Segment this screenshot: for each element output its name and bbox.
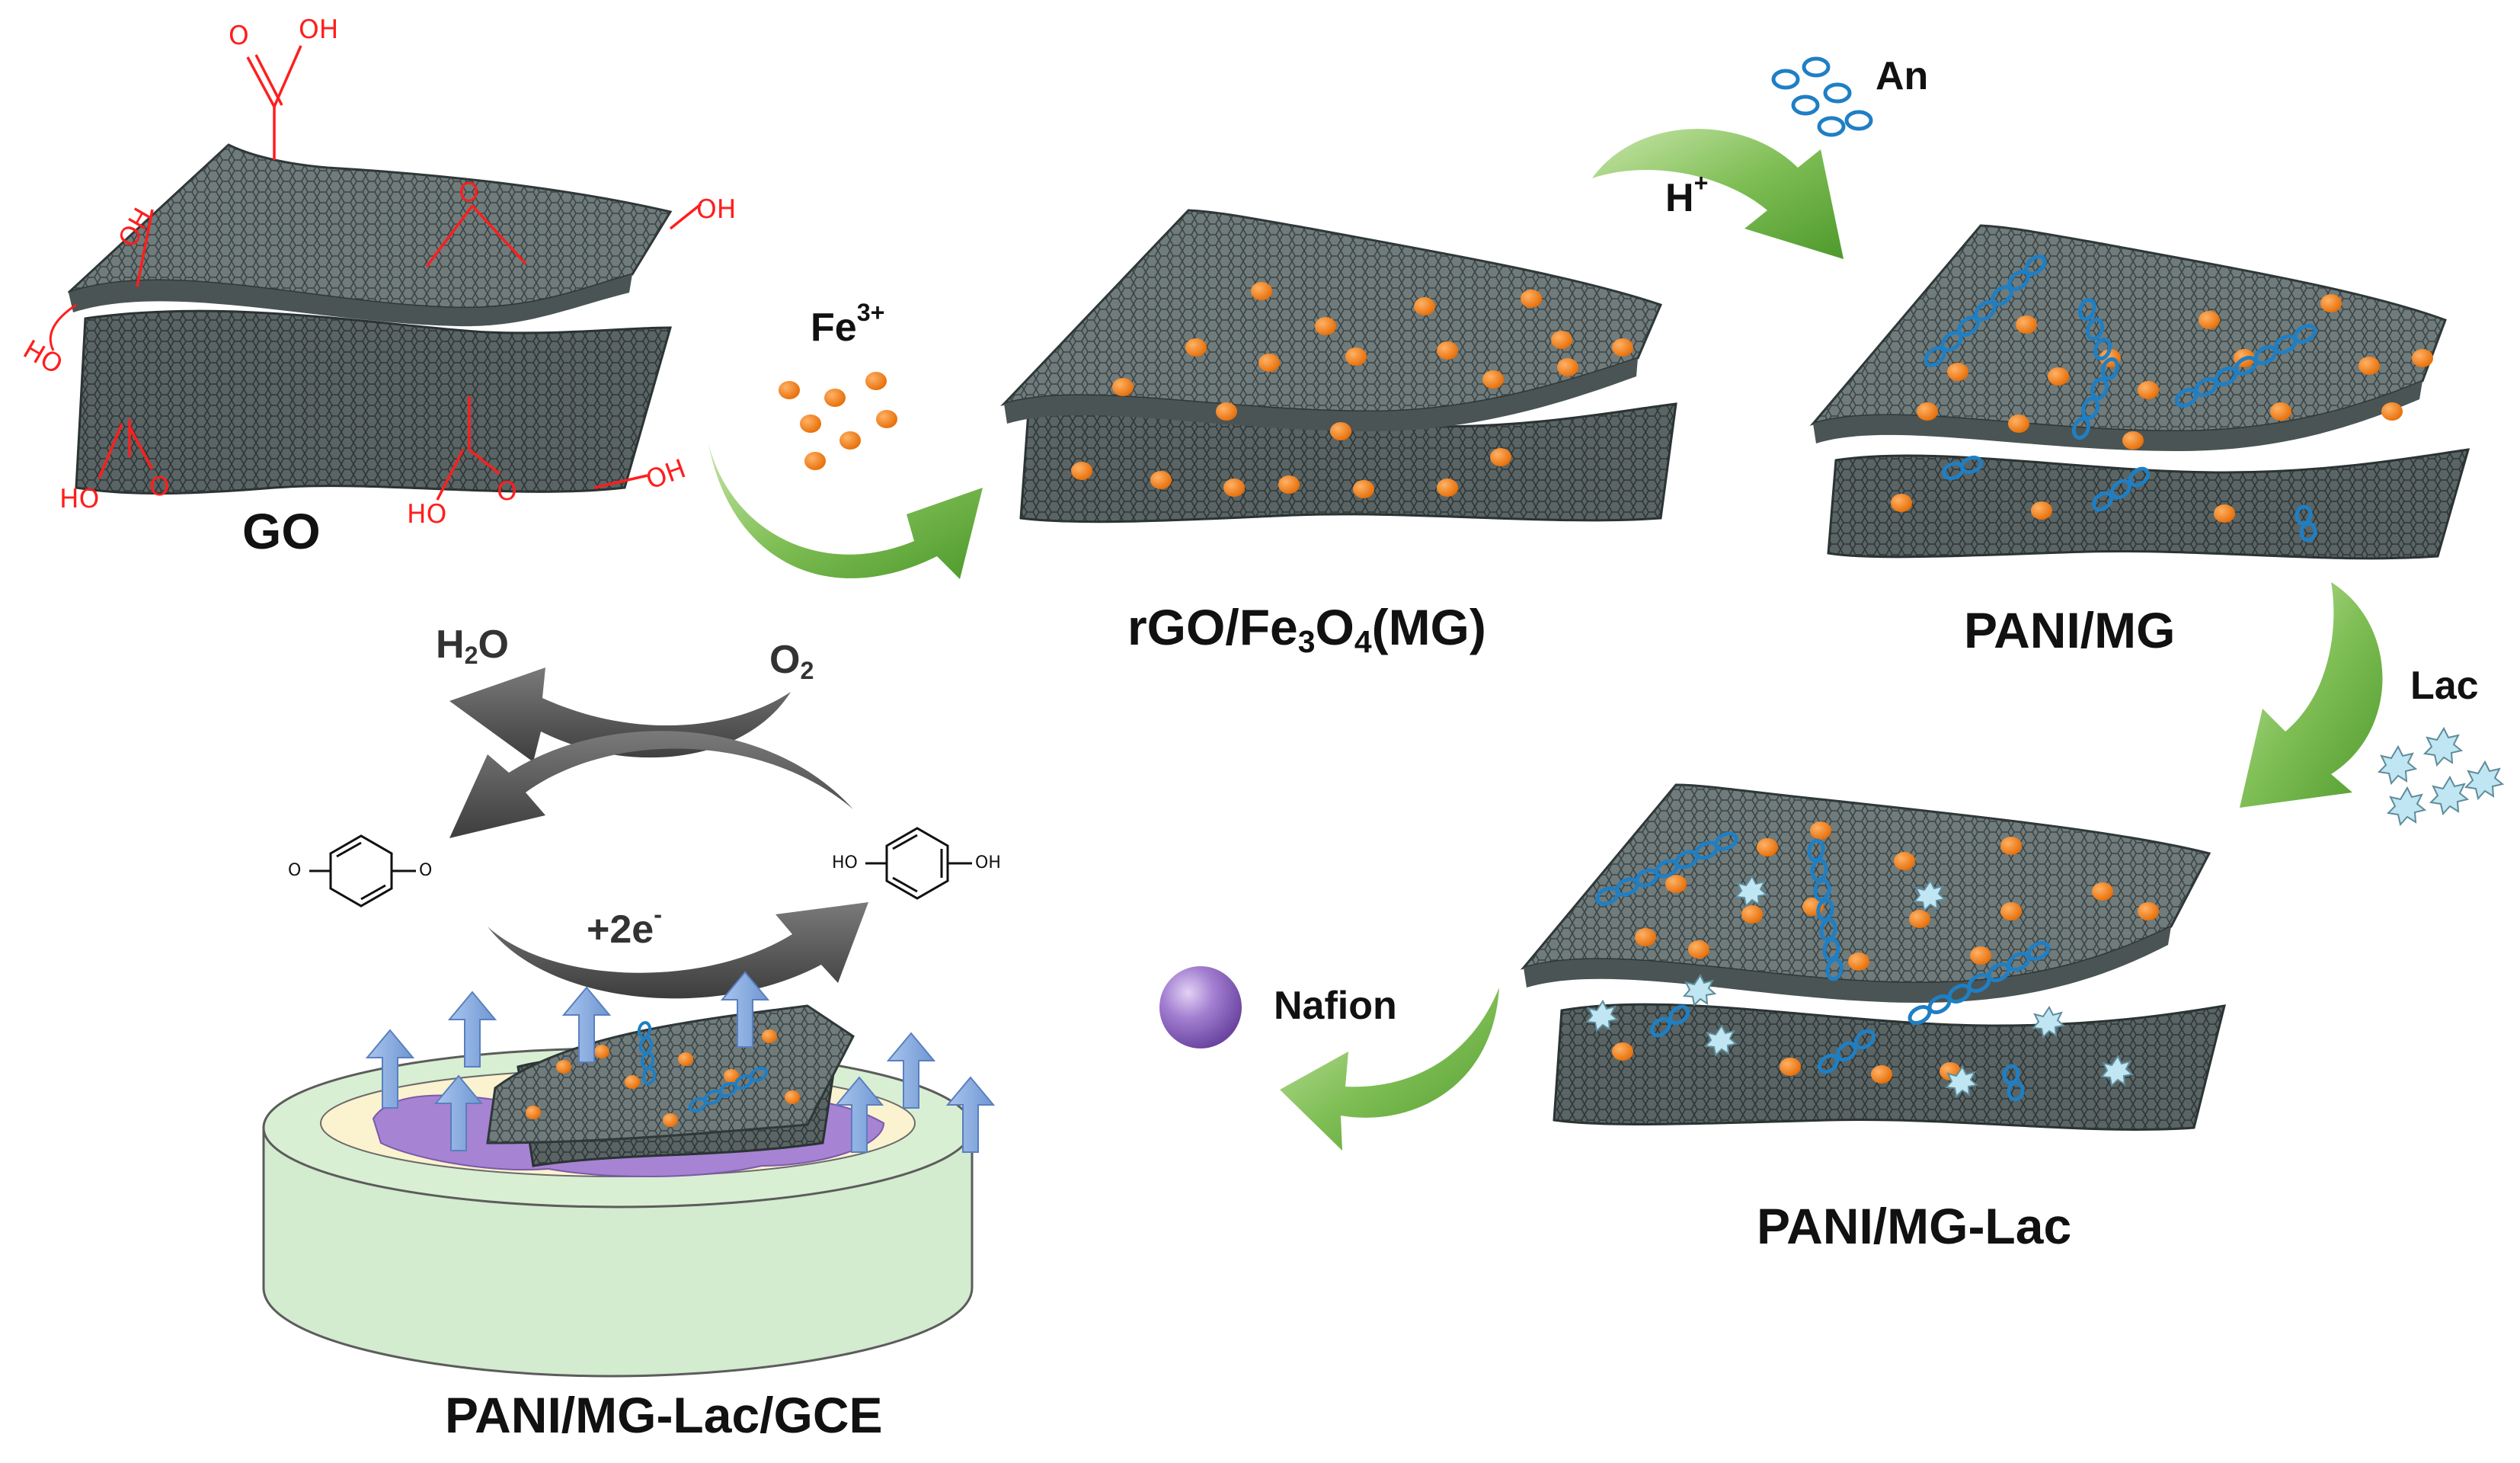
quinone-o-left: O <box>288 861 302 880</box>
hydroquinone-oh: OH <box>975 853 1001 872</box>
go-group-ho-mid: HO <box>407 499 447 530</box>
arrow-pani-to-lac <box>2240 582 2383 808</box>
fe-ions <box>779 372 897 470</box>
benzoquinone <box>309 834 416 908</box>
pani-mg-sheets <box>1809 224 2470 560</box>
go-group-oh-top: OH <box>299 14 339 45</box>
arrow-go-to-mg <box>708 443 983 579</box>
go-group-oh-right: OH <box>696 194 737 225</box>
arrow-mg-to-pani <box>1592 129 1844 259</box>
go-sheets <box>67 143 673 495</box>
pani-mg-lac-enzymes <box>1585 875 2135 1099</box>
hydroquinone-to-quinone-arrow <box>449 731 853 838</box>
mg-sheets <box>1000 209 1677 523</box>
electrode-label: PANI/MG-Lac/GCE <box>445 1387 883 1443</box>
mg-label: rGO/Fe3O4(MG) <box>1127 599 1486 660</box>
nafion-sphere <box>1159 966 1242 1048</box>
proton-label: H+ <box>1665 169 1709 220</box>
go-functional-groups <box>98 45 702 501</box>
hydroquinone-ho: HO <box>832 853 858 872</box>
go-label: GO <box>242 503 321 559</box>
arrow-to-electrode <box>1280 988 1499 1151</box>
laccase-molecules <box>2377 726 2505 827</box>
go-group-o-epoxy: O <box>459 178 479 208</box>
pani-mg-lac-label: PANI/MG-Lac <box>1757 1198 2072 1254</box>
water-label: H2O <box>436 623 509 670</box>
pani-mg-label: PANI/MG <box>1964 602 2176 658</box>
mg-particles <box>1071 282 1633 498</box>
aniline-label: An <box>1876 54 1929 98</box>
quinone-o-right: O <box>419 861 433 880</box>
fe-ion-label: Fe3+ <box>811 299 885 350</box>
electrode-chains <box>637 1021 769 1113</box>
hydroquinone <box>865 827 972 900</box>
go-group-o-top: O <box>229 21 249 51</box>
electrode-particles <box>526 1029 800 1127</box>
go-group-o-mid: O <box>497 476 517 507</box>
reduction-arrow <box>488 902 868 999</box>
oxygen-label: O2 <box>769 638 814 685</box>
electron-label: +2e- <box>587 901 662 952</box>
go-wavy-lines <box>49 303 77 351</box>
laccase-label: Lac <box>2410 664 2479 708</box>
nafion-label: Nafion <box>1274 984 1397 1028</box>
pani-chains <box>1924 255 2317 543</box>
aniline-monomers <box>1771 56 1873 137</box>
electron-flow-arrows <box>365 971 996 1153</box>
pani-mg-lac-chains <box>1595 831 2051 1102</box>
go-group-o-bottom: O <box>149 472 170 502</box>
pani-mg-particles <box>1891 294 2433 523</box>
electrode-sheets <box>486 1004 855 1167</box>
go-group-ho-bottom: HO <box>59 484 100 514</box>
